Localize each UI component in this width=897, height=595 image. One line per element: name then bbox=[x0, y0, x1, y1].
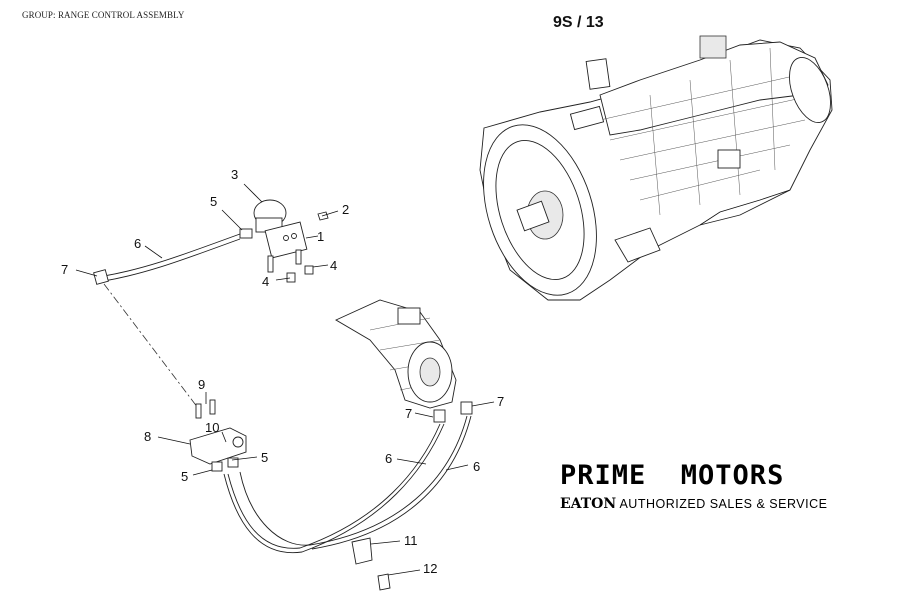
callout-8: 8 bbox=[144, 429, 151, 444]
group-label: GROUP: RANGE CONTROL ASSEMBLY bbox=[22, 10, 185, 20]
callout-5-right: 5 bbox=[261, 450, 268, 465]
callout-6-mid: 6 bbox=[385, 451, 392, 466]
hose-lower-b bbox=[239, 415, 468, 546]
transmission-illustration bbox=[479, 35, 833, 301]
fitting-7-upper bbox=[93, 269, 109, 285]
fitting-7-right bbox=[460, 401, 473, 415]
callout-4-left: 4 bbox=[262, 274, 269, 289]
callout-4-right: 4 bbox=[330, 258, 337, 273]
range-valve-assembly bbox=[239, 199, 329, 283]
dealer-name: PRIME MOTORS bbox=[560, 460, 785, 491]
callout-7-right: 7 bbox=[497, 394, 504, 409]
callout-numbers: 1 2 3 4 4 5 6 7 9 8 10 5 5 7 7 6 6 11 12 bbox=[61, 167, 504, 576]
model-label: 9S / 13 bbox=[553, 14, 604, 31]
callout-1: 1 bbox=[317, 229, 324, 244]
eaton-brand: EATON bbox=[560, 496, 617, 512]
fitting-7-left bbox=[433, 409, 446, 423]
range-valve-lower bbox=[189, 399, 247, 472]
bracket-11 bbox=[351, 537, 373, 565]
callout-7-mid: 7 bbox=[405, 406, 412, 421]
callout-11: 11 bbox=[404, 533, 418, 548]
callout-6-top: 6 bbox=[134, 236, 141, 251]
callout-10: 10 bbox=[205, 420, 219, 435]
dealer-tagline: EATON AUTHORIZED SALES & SERVICE bbox=[560, 496, 827, 512]
tagline-text: AUTHORIZED SALES & SERVICE bbox=[616, 497, 828, 511]
callout-9: 9 bbox=[198, 377, 205, 392]
callout-7-top: 7 bbox=[61, 262, 68, 277]
bolt-12 bbox=[377, 573, 391, 591]
callout-12: 12 bbox=[423, 561, 437, 576]
hose-upper bbox=[103, 233, 241, 277]
callout-2: 2 bbox=[342, 202, 349, 217]
callout-5-top: 5 bbox=[210, 194, 217, 209]
callout-5-left: 5 bbox=[181, 469, 188, 484]
callout-3: 3 bbox=[231, 167, 238, 182]
callout-6-right: 6 bbox=[473, 459, 480, 474]
leader-lines bbox=[75, 183, 495, 576]
range-housing bbox=[335, 299, 457, 409]
hose-lower-a bbox=[227, 423, 441, 549]
